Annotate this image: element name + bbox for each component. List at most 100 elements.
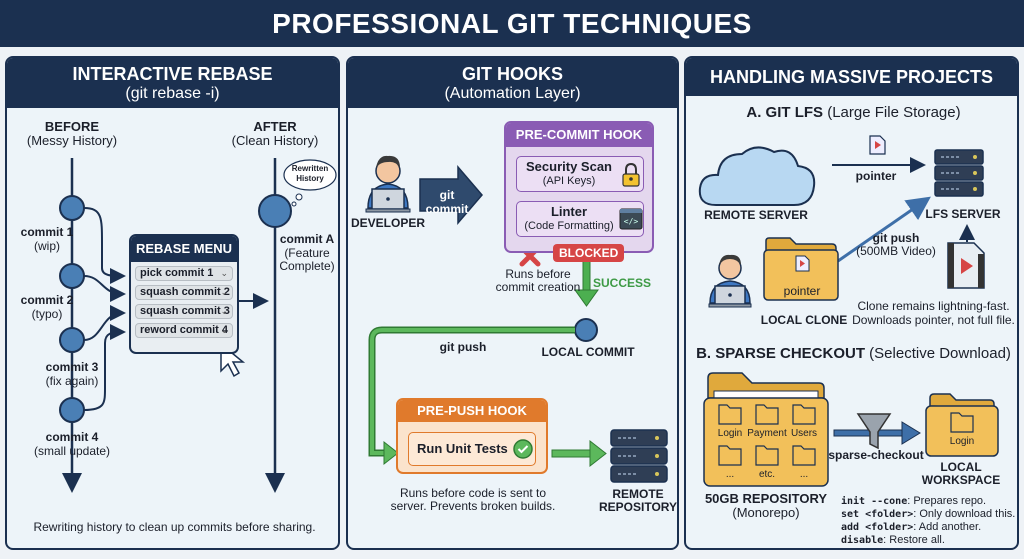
commit-2-name: commit 2 [20,293,74,307]
folder-icon [718,445,742,466]
command-name: disable [841,535,884,546]
workspace-folder-label: Login [949,436,975,447]
cloud-icon [698,146,816,206]
command-line: add <folder>: Add another. [841,521,1017,534]
commit-1-desc: (wip) [34,239,60,253]
after-title: AFTER [253,119,297,134]
security-scan-label: Security Scan [526,159,612,174]
folder-label-payment: Payment [747,428,787,439]
chevron-down-icon: ⌄ [220,287,228,297]
command-desc: : Prepares repo. [907,495,987,507]
local-workspace-folder-icon [925,393,999,457]
developer-icon [365,155,411,213]
before-title: BEFORE [44,119,100,134]
security-scan-sub: (API Keys) [542,175,596,187]
panel-header: GIT HOOKS (Automation Layer) [348,58,677,108]
thought-text-1: Rewritten [291,164,329,173]
menu-item-label: squash commit 3 [140,305,230,317]
remote-repo-label-1: REMOTE [612,487,664,501]
lfs-subtitle: (Large File Storage) [827,104,961,121]
thought-bubble-icon [283,159,337,207]
command-name: init --cone [841,496,908,507]
video-size-label: (500MB Video) [856,244,936,258]
security-scan-check: Security Scan(API Keys) [516,156,644,192]
result-commit-desc-2: Complete) [279,259,335,273]
commit-4-name: commit 4 [45,430,99,444]
developer-label: DEVELOPER [350,216,425,230]
rebase-menu-title: REBASE MENU [131,236,237,262]
sparse-title: B. SPARSE CHECKOUT [696,345,865,362]
linter-sub: (Code Formatting) [524,220,614,232]
code-window-icon: </> [619,208,643,230]
panel-subtitle: (git rebase -i) [125,85,220,102]
after-subtitle: (Clean History) [231,133,319,148]
repo-label-1: 50GB REPOSITORY [704,491,828,506]
to-remote-arrow [551,439,607,468]
git-push-path [368,326,575,466]
before-subtitle: (Messy History) [26,133,118,148]
blocked-badge: BLOCKED [553,244,625,262]
rebase-caption: Rewriting history to clean up commits be… [33,520,316,534]
chevron-down-icon: ⌄ [220,306,228,316]
command-desc: : Restore all. [883,534,945,546]
lfs-server-icon [934,149,984,197]
page-title: PROFESSIONAL GIT TECHNIQUES [272,7,752,39]
folder-icon [755,404,779,425]
linter-label: Linter [550,204,588,219]
folder-label-more-2: ... [799,469,809,480]
workspace-label-1: LOCAL [940,460,982,474]
panel-header: HANDLING MASSIVE PROJECTS [686,58,1017,96]
lfs-title: A. GIT LFS [746,104,824,121]
commit-node [59,263,85,289]
pointer-label: pointer [855,169,897,183]
panel-interactive-rebase: INTERACTIVE REBASE (git rebase -i) BEFOR… [5,56,340,550]
result-commit-desc-1: (Feature [284,246,330,260]
folder-label-users: Users [790,428,818,439]
chevron-down-icon: ⌄ [220,268,228,278]
funnel-icon [856,413,892,450]
git-push-label: git push [872,231,920,245]
success-label: SUCCESS [592,276,651,290]
rebase-menu-item-squash-3[interactable]: squash commit 3⌄ [135,304,233,319]
git-commit-label: git commit [425,188,469,216]
rebase-menu-item-reword[interactable]: reword commit 4⌄ [135,323,233,338]
lfs-server-label: LFS SERVER [925,207,1001,221]
folder-icon [792,404,816,425]
title-bar: PROFESSIONAL GIT TECHNIQUES [0,0,1024,47]
command-desc: : Only download this. [913,508,1016,520]
commit-3-name: commit 3 [45,360,99,374]
repo-label-2: (Monorepo) [732,505,800,520]
local-commit-label: LOCAL COMMIT [541,345,635,359]
command-line: init --cone: Prepares repo. [841,495,1017,508]
sub-folders [718,404,816,466]
git-push-arrow [837,196,931,263]
local-commit-node [574,318,598,342]
remote-repo-label-2: REPOSITORY [598,500,678,514]
git-push-label: git push [439,340,487,354]
folder-icon [792,445,816,466]
folder-label-etc: etc. [758,469,776,480]
panel-title: INTERACTIVE REBASE [72,64,273,84]
rebase-menu-item-pick[interactable]: pick commit 1 ⌄ [135,266,233,281]
folder-label-login: Login [717,428,743,439]
pre-push-hook: PRE-PUSH HOOK Run Unit Tests [396,398,548,474]
command-desc: : Add another. [913,521,982,533]
pre-push-caption-2: server. Prevents broken builds. [390,499,556,513]
menu-item-label: pick commit 1 [140,267,214,279]
video-film-icon [947,242,985,289]
command-name: add <folder> [841,522,914,533]
runs-before-text-1: Runs before [505,267,571,281]
runs-before-text-2: commit creation [495,280,581,294]
sparse-subtitle: (Selective Download) [869,345,1011,362]
rebase-menu-item-squash-2[interactable]: squash commit 2⌄ [135,285,233,300]
command-line: disable: Restore all. [841,534,1017,547]
developer-icon [708,254,752,308]
video-file-icon [869,135,886,155]
pre-push-title: PRE-PUSH HOOK [398,400,546,422]
sparse-arrow [833,421,921,445]
panel-massive-projects: HANDLING MASSIVE PROJECTS [684,56,1019,550]
command-name: set <folder> [841,509,914,520]
pre-commit-hook: PRE-COMMIT HOOK Security Scan(API Keys) … [504,121,654,253]
hooks-flow [365,155,668,483]
unit-tests-check: Run Unit Tests [408,432,536,466]
